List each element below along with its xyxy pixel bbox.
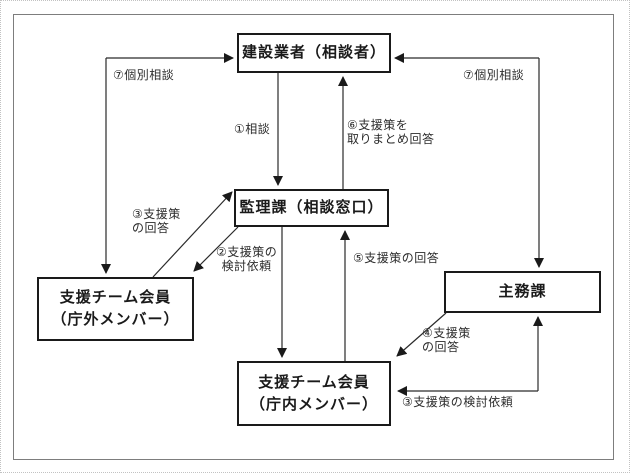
label-step6-compiled-reply: ⑥支援策を 取りまとめ回答 [347,118,435,147]
label-step1-consult: ①相談 [234,122,271,136]
label-step3-review-request-right: ③支援策の検討依頼 [402,395,514,409]
box-contractor: 建設業者（相談者） [237,33,391,73]
label-individual-consult-left: ⑦個別相談 [113,68,175,82]
box-support-team-internal: 支援チーム会員 （庁内メンバー） [237,361,391,426]
label-step2-review-request: ②支援策の 検討依頼 [216,245,278,274]
arrow-step2-request-external [193,226,239,272]
box-kanri-section: 監理課（相談窓口） [234,189,389,227]
box-shumu-section: 主務課 [444,271,601,313]
label-step4-reply: ④支援策 の回答 [422,326,471,355]
arrow-step3-reply-external [152,191,233,278]
label-step5-reply: ⑤支援策の回答 [353,251,440,265]
label-individual-consult-right: ⑦個別相談 [463,68,525,82]
box-support-team-external: 支援チーム会員 （庁外メンバー） [37,277,194,341]
arrow-step4-reply [396,312,447,357]
label-step3-reply-left: ③支援策 の回答 [132,207,181,236]
